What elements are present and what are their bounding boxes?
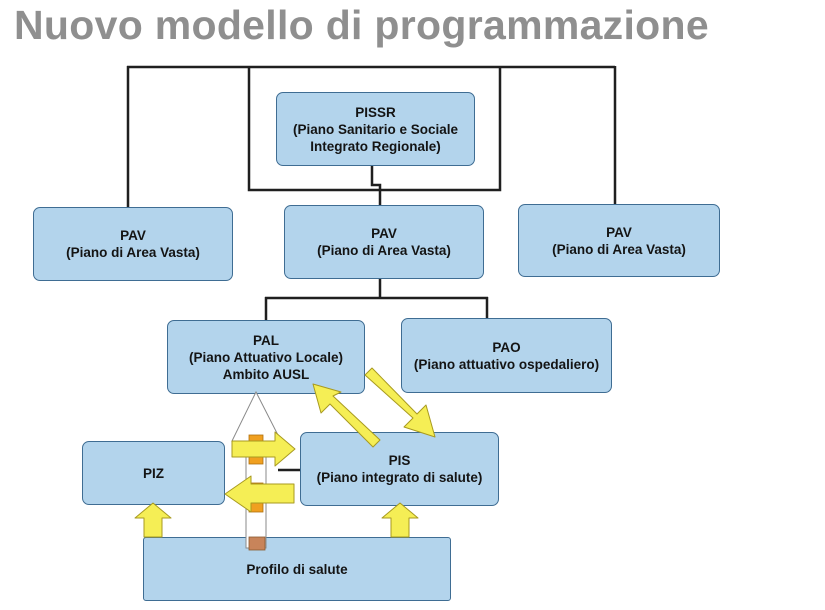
pav-right-label: PAV: [606, 224, 632, 240]
connector-pissr-to-pav-center: [370, 165, 382, 205]
pav-left-label: PAV: [120, 228, 146, 243]
pis-desc: (Piano integrato di salute): [316, 470, 483, 485]
piz-box: PIZ: [82, 441, 225, 505]
arrow-right-to-pis: [231, 431, 296, 467]
pao-desc: (Piano attuativo ospedaliero): [413, 356, 600, 372]
piz-label: PIZ: [142, 465, 164, 481]
pao-label: PAO: [492, 339, 521, 355]
pao-box: PAO (Piano attuativo ospedaliero): [401, 318, 612, 393]
pis-label: PIS: [388, 453, 411, 468]
pav-left-box: PAV (Piano di Area Vasta): [33, 207, 233, 281]
pal-desc-1: (Piano Attuativo Locale): [188, 349, 343, 365]
profilo-label: Profilo di salute: [246, 561, 348, 577]
arrow-profilo-to-pis: [381, 502, 419, 538]
pav-center-label: PAV: [371, 226, 397, 241]
pal-label: PAL: [253, 332, 279, 348]
pal-desc-2: Ambito AUSL: [222, 366, 310, 382]
profilo-box: Profilo di salute: [143, 537, 451, 601]
pav-left-desc: (Piano di Area Vasta): [66, 245, 200, 260]
pissr-box: PISSR (Piano Sanitario e Sociale Integra…: [276, 92, 475, 166]
pissr-frame-connector: [247, 67, 502, 192]
pis-box: PIS (Piano integrato di salute): [300, 432, 499, 506]
pissr-desc-1: (Piano Sanitario e Sociale: [292, 121, 459, 137]
pal-box: PAL (Piano Attuativo Locale) Ambito AUSL: [167, 320, 365, 394]
pissr-desc-2: Integrato Regionale): [310, 138, 441, 154]
pav-right-desc: (Piano di Area Vasta): [552, 241, 686, 257]
page-title: Nuovo modello di programmazione: [14, 2, 709, 48]
arrow-profilo-to-pal: [231, 390, 282, 551]
pav-center-box: PAV (Piano di Area Vasta): [284, 205, 484, 279]
arrow-pis-to-pal: [312, 383, 381, 448]
arrow-left-to-piz: [224, 475, 295, 513]
pissr-label: PISSR: [355, 104, 396, 120]
arrow-profilo-to-piz: [134, 502, 172, 538]
pav-right-box: PAV (Piano di Area Vasta): [518, 204, 720, 277]
arrow-pal-to-pis: [364, 367, 436, 438]
pav-center-desc: (Piano di Area Vasta): [317, 243, 451, 258]
